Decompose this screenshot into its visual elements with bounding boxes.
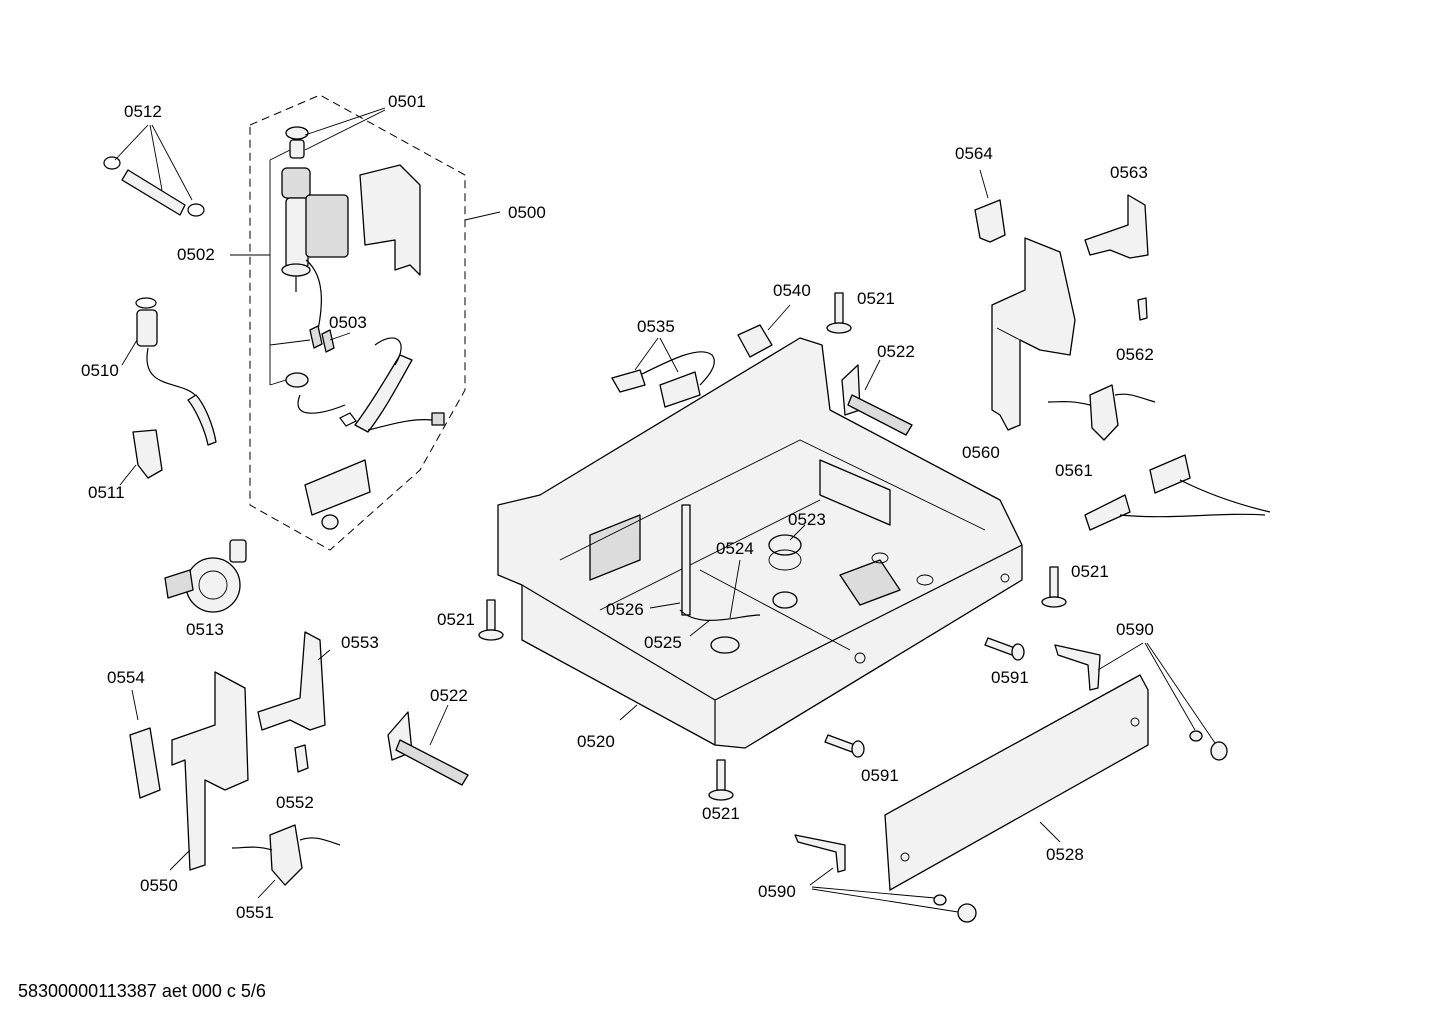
- callout-0554: 0554: [107, 668, 145, 687]
- callout-0512: 0512: [124, 102, 162, 121]
- part-0560-bracket: [991, 237, 1076, 431]
- part-0528-panel: [884, 674, 1149, 891]
- part-0551-sensor: [231, 824, 341, 899]
- part-0561-sensor: [1047, 384, 1156, 441]
- part-0520-base: [497, 337, 1023, 749]
- part-0550-bracket: [129, 671, 249, 871]
- callout-0521-top: 0521: [857, 289, 895, 308]
- part-0535-harness: [611, 337, 715, 408]
- callout-0562: 0562: [1116, 345, 1154, 364]
- callout-0502: 0502: [177, 245, 215, 264]
- callout-0551: 0551: [236, 903, 274, 922]
- part-0521-screw-c: [1041, 566, 1067, 608]
- callout-0521-bottom: 0521: [702, 804, 740, 823]
- assembly-group-0500: [249, 94, 501, 551]
- callout-0521-right: 0521: [1071, 562, 1109, 581]
- callout-0561: 0561: [1055, 461, 1093, 480]
- part-0522-spring-left: [387, 704, 469, 786]
- callout-0522-right: 0522: [877, 342, 915, 361]
- callout-0501: 0501: [388, 92, 426, 111]
- part-0552-clip: [294, 744, 309, 773]
- wiring-harness-right: [1084, 454, 1271, 531]
- callout-0526: 0526: [606, 600, 644, 619]
- part-0511-clip: [119, 429, 163, 486]
- part-0521-screw-b: [826, 292, 852, 334]
- callout-0500: 0500: [508, 203, 546, 222]
- part-0502-valve: [230, 107, 421, 388]
- callout-0523: 0523: [788, 510, 826, 529]
- part-0563-bracket: [1084, 194, 1149, 321]
- part-0510-hose: [121, 297, 217, 446]
- callout-0591-right: 0591: [991, 668, 1029, 687]
- callout-0511: 0511: [88, 483, 125, 502]
- part-0522-spring-right: [841, 359, 913, 436]
- callout-0591-middle: 0591: [861, 766, 899, 785]
- part-0564-bracket: [974, 169, 1006, 243]
- part-0521-screw-a: [478, 599, 504, 641]
- hose-in-group: [297, 337, 445, 530]
- callout-0553: 0553: [341, 633, 379, 652]
- part-0591-screw-b: [824, 734, 865, 758]
- callout-0535: 0535: [637, 317, 675, 336]
- callout-0550: 0550: [140, 876, 178, 895]
- part-0590-clip-right: [1054, 642, 1228, 761]
- callout-0528: 0528: [1046, 845, 1084, 864]
- part-0512-tube: [103, 124, 205, 217]
- part-0513-pump: [164, 539, 247, 613]
- drawing-reference: 58300000113387 aet 000 c 5/6: [18, 981, 266, 1001]
- callout-0590-left: 0590: [758, 882, 796, 901]
- part-0590-clip-left: [794, 834, 977, 923]
- callout-0552: 0552: [276, 793, 314, 812]
- callout-0520: 0520: [577, 732, 615, 751]
- callout-0522-left: 0522: [430, 686, 468, 705]
- callout-0564: 0564: [955, 144, 993, 163]
- part-0591-screw-a: [984, 637, 1025, 661]
- callout-0513: 0513: [186, 620, 224, 639]
- callout-0524: 0524: [716, 539, 754, 558]
- part-0540-connector: [737, 304, 791, 358]
- callout-0563: 0563: [1110, 163, 1148, 182]
- part-0553-bracket: [257, 631, 331, 731]
- callout-0510: 0510: [81, 361, 119, 380]
- callout-0560: 0560: [962, 443, 1000, 462]
- callout-0521-left: 0521: [437, 610, 475, 629]
- callout-0590-right: 0590: [1116, 620, 1154, 639]
- callout-0525: 0525: [644, 633, 682, 652]
- callout-0540: 0540: [773, 281, 811, 300]
- callout-0503: 0503: [329, 313, 367, 332]
- part-0521-screw-d: [708, 759, 734, 801]
